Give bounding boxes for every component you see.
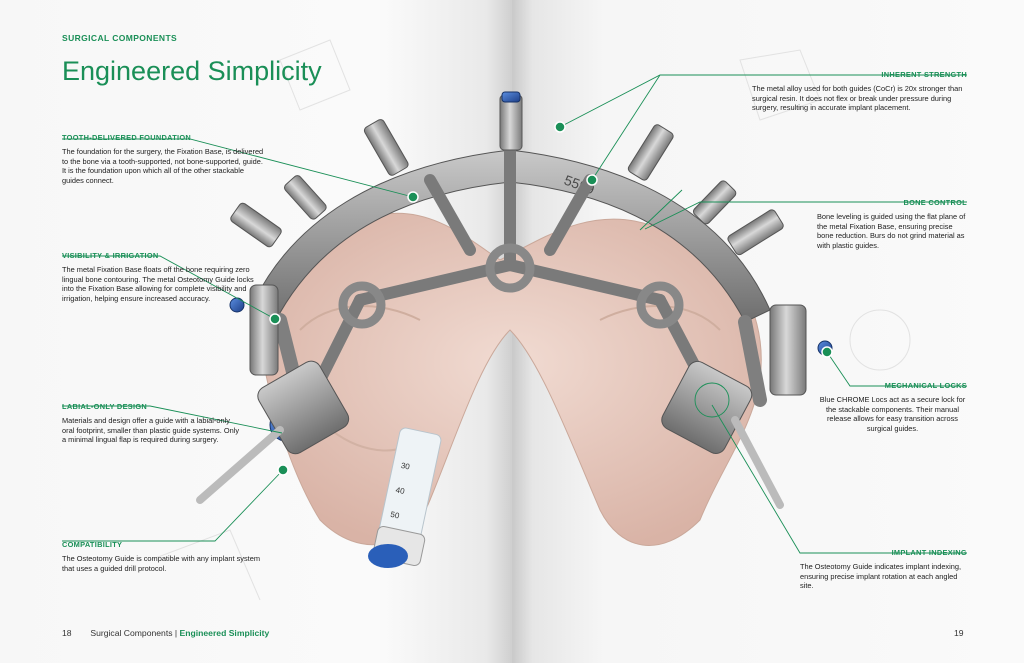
right-page-number: 19 [954,628,964,638]
footer-highlight: Engineered Simplicity [179,628,270,638]
callout-heading: INHERENT STRENGTH [881,70,967,79]
callout-dot-strength-b [586,174,598,186]
osteotomy-guides [196,360,784,509]
callout-body: Bone leveling is guided using the flat p… [817,212,966,250]
callout-body: The Osteotomy Guide is compatible with a… [62,554,260,573]
callout-dot-locks [821,346,833,358]
guide-rings [338,243,684,329]
callout-heading: IMPLANT INDEXING [891,548,967,557]
callout-compatibility: COMPATIBILITY The Osteotomy Guide is com… [62,540,262,573]
callout-body: The Osteotomy Guide indicates implant in… [800,562,962,591]
callout-visibility-irrigation: VISIBILITY & IRRIGATION The metal Fixati… [62,251,262,303]
syringe-mark-50: 50 [390,510,401,521]
callout-body: The metal alloy used for both guides (Co… [752,84,963,113]
guide-spokes [314,144,716,401]
callout-heading: MECHANICAL LOCKS [884,381,967,390]
callout-labial-only: LABIAL-ONLY DESIGN Materials and design … [62,402,242,445]
callout-implant-indexing: IMPLANT INDEXING The Osteotomy Guide ind… [800,548,967,591]
footer-left: 18 Surgical Components | Engineered Simp… [62,628,269,638]
callout-body: Materials and design offer a guide with … [62,416,240,445]
syringe-tube: 30 40 50 [368,427,442,568]
callout-dot-strength-a [554,121,566,133]
callout-heading: LABIAL-ONLY DESIGN [62,402,148,411]
callout-dot-tooth [407,191,419,203]
section-label: SURGICAL COMPONENTS [62,33,178,43]
syringe-mark-30: 30 [400,461,411,472]
callout-dots [269,121,833,476]
callout-heading: VISIBILITY & IRRIGATION [62,251,159,260]
callout-heading: COMPATIBILITY [62,540,123,549]
left-page-number: 18 [62,628,72,638]
background-lineart [149,39,911,601]
syringe-mark-40: 40 [395,485,406,496]
callout-heading: BONE CONTROL [903,198,967,207]
callout-leaders [62,74,967,554]
callout-body: Blue CHROME Locs act as a secure lock fo… [819,395,966,433]
footer-section: Surgical Components | [90,628,180,638]
callout-bone-control: BONE CONTROL Bone leveling is guided usi… [817,198,967,250]
callout-inherent-strength: INHERENT STRENGTH The metal alloy used f… [752,70,967,113]
callout-dot-compatibility [277,464,289,476]
callout-mechanical-locks: MECHANICAL LOCKS Blue CHROME Locs act as… [818,381,967,433]
callout-body: The foundation for the surgery, the Fixa… [62,147,264,185]
callout-body: The metal Fixation Base floats off the b… [62,265,254,303]
callout-tooth-delivered: TOOTH-DELIVERED FOUNDATION The foundatio… [62,133,267,185]
page-title: Engineered Simplicity [62,56,322,86]
callout-heading: TOOTH-DELIVERED FOUNDATION [62,133,192,142]
callout-dot-visibility [269,313,281,325]
